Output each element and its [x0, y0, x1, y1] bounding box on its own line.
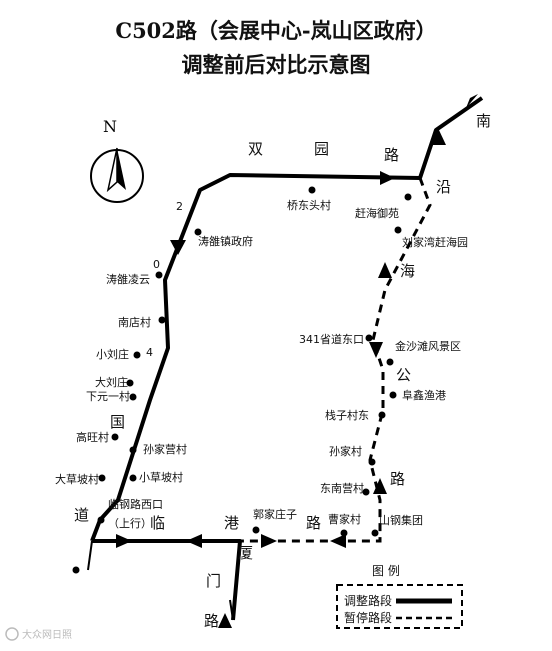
watermark: 大众网日照: [5, 627, 72, 641]
stop-markers: [72, 186, 412, 574]
route-number: 2: [176, 200, 183, 213]
stop-dot: [97, 516, 105, 524]
stop-label: 下元一村: [86, 389, 130, 403]
stop-dot: [98, 474, 106, 482]
stop-label: 高旺村: [76, 430, 109, 444]
stop-label: 临钢路西口: [108, 497, 163, 511]
compass-icon: N: [90, 117, 144, 203]
stop-label: 341省道东口: [299, 332, 364, 346]
route-arrow: [170, 240, 186, 255]
stop-label: 大草坡村: [55, 472, 99, 486]
stop-dot: [378, 411, 386, 419]
stop-dot: [252, 526, 260, 534]
road-char: 门: [206, 572, 221, 590]
stop-label: 栈子村东: [325, 408, 369, 422]
stop-label: 小刘庄: [96, 347, 129, 361]
stop-dot: [129, 393, 137, 401]
road-char: 南: [476, 112, 491, 130]
stop-label: 大刘庄: [95, 375, 128, 389]
stop-label: 郭家庄子: [253, 507, 297, 521]
legend: 图 例 调整路段 暂停路段: [336, 564, 463, 629]
road-char: 沿: [436, 178, 451, 196]
road-char: 双: [248, 140, 263, 158]
stop-label: 南店村: [118, 315, 151, 329]
stop-dot: [371, 529, 379, 537]
stop-label: （上行）: [108, 517, 152, 530]
stop-label: 涛雒镇政府: [198, 234, 253, 248]
route-arrow: [373, 478, 387, 494]
road-char: 路: [390, 470, 405, 488]
route-arrow: [466, 94, 478, 108]
stop-label: 桥东头村: [287, 198, 331, 212]
road-labels: 双 园 路 南 沿 海 公 路 国 道 临 港 路 厦 门 路: [74, 112, 491, 630]
stop-label: 东南营村: [320, 481, 364, 495]
stop-dot: [126, 379, 134, 387]
route-arrow: [261, 534, 277, 548]
stop-dot: [133, 351, 141, 359]
stop-label: 孙家营村: [143, 442, 187, 456]
road-char: 港: [224, 514, 239, 532]
map-title-line1: C502路（会展中心-岚山区政府）: [115, 18, 436, 43]
stop-dot: [158, 316, 166, 324]
legend-adjusted-label: 调整路段: [344, 593, 392, 608]
stop-dot: [129, 474, 137, 482]
map-title-line2: 调整前后对比示意图: [182, 52, 371, 77]
route-arrow: [186, 534, 202, 548]
stop-label: 赶海御苑: [355, 206, 399, 220]
stop-label: 刘家湾赶海园: [402, 235, 468, 249]
stop-label: 小草坡村: [139, 470, 183, 484]
route-arrow: [369, 342, 383, 358]
stop-dot: [340, 529, 348, 537]
stop-label: 曹家村: [328, 512, 361, 526]
watermark-text: 大众网日照: [22, 628, 72, 641]
stop-label: 涛雒凌云: [106, 272, 150, 286]
legend-title: 图 例: [372, 564, 400, 578]
stop-labels: 桥东头村 赶海御苑 涛雒镇政府 刘家湾赶海园 涛雒凌云 南店村 341省道东口 …: [55, 198, 468, 530]
stop-dot: [386, 358, 394, 366]
route-arrow: [218, 613, 232, 628]
route-arrow: [378, 262, 392, 278]
stop-label: 阜鑫渔港: [402, 388, 446, 402]
route-arrow: [330, 534, 346, 548]
road-char: 路: [384, 146, 399, 164]
route-number: 4: [146, 346, 153, 359]
route-arrow: [380, 171, 395, 185]
stop-dot: [362, 488, 370, 496]
road-char: 临: [150, 514, 165, 532]
road-char: 道: [74, 506, 89, 524]
stop-label: 金沙滩风景区: [395, 339, 461, 353]
suspended-route: [240, 177, 432, 548]
stop-dot: [308, 186, 316, 194]
route-arrow: [116, 534, 132, 548]
legend-suspended-label: 暂停路段: [344, 610, 392, 625]
route-arrow: [430, 128, 446, 145]
road-char: 厦: [238, 544, 253, 562]
road-char: 公: [396, 366, 411, 384]
stop-dot: [365, 334, 373, 342]
road-char: 路: [306, 514, 321, 532]
stop-dot: [394, 226, 402, 234]
road-char: 园: [314, 140, 329, 158]
stop-dot: [389, 391, 397, 399]
stop-dot: [129, 446, 137, 454]
road-char: 路: [204, 612, 219, 630]
adjusted-route: [87, 94, 484, 628]
stop-label: 孙家村: [329, 444, 362, 458]
stop-dot: [155, 271, 163, 279]
stop-dot: [404, 193, 412, 201]
road-char: 国: [110, 413, 125, 431]
stop-dot: [72, 566, 80, 574]
stop-dot: [111, 433, 119, 441]
north-label: N: [103, 117, 117, 136]
route-number: 0: [153, 258, 160, 271]
stop-label: 山钢集团: [379, 513, 423, 527]
stop-dot: [368, 458, 376, 466]
road-char: 海: [400, 262, 415, 280]
stop-dot: [194, 228, 202, 236]
